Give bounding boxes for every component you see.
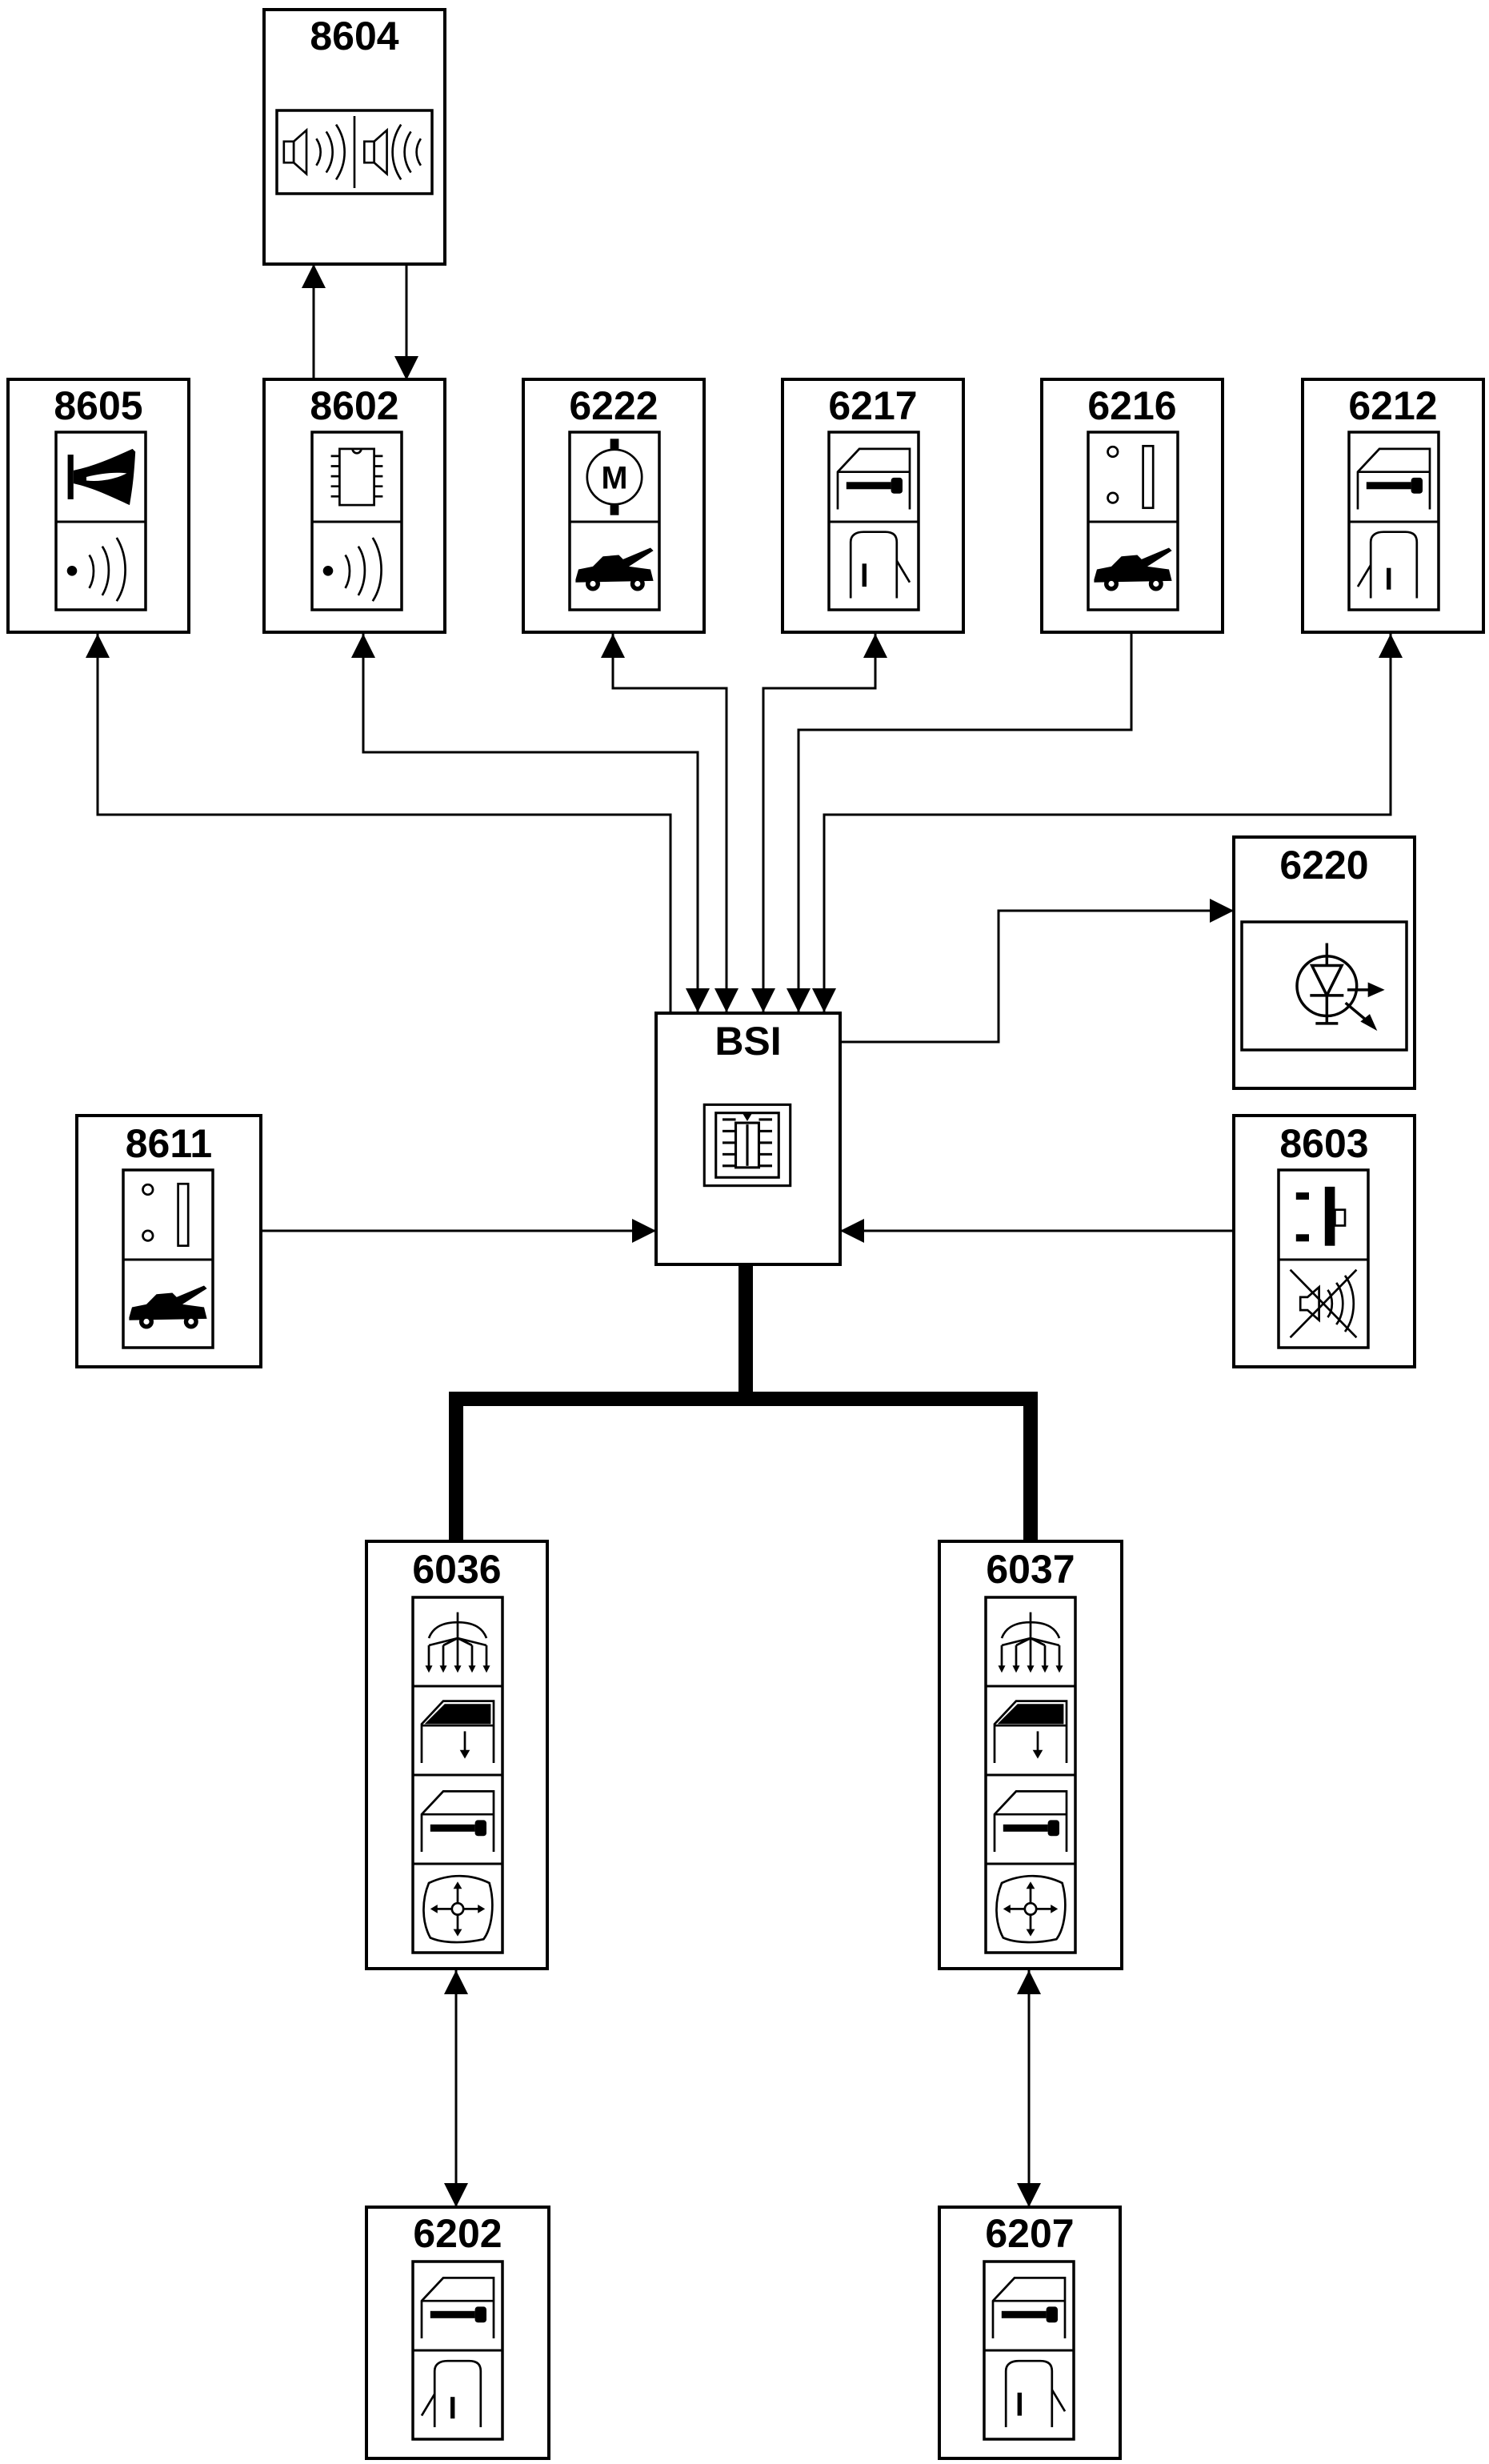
module-6037[interactable]: 6037 (938, 1540, 1123, 1970)
module-8605[interactable]: 8605 (6, 378, 190, 634)
can-bus (449, 1263, 1038, 1541)
module-6217[interactable]: 6217 (781, 378, 965, 634)
connection-lines (86, 264, 1403, 2207)
module-label: 6220 (1279, 843, 1368, 887)
module-8602[interactable]: 8602 (262, 378, 446, 634)
module-8603[interactable]: 8603 (1232, 1114, 1416, 1368)
module-label: BSI (714, 1019, 781, 1064)
module-label: 6217 (828, 383, 917, 428)
module-label: 8611 (126, 1121, 212, 1166)
module-label: 6222 (569, 383, 658, 428)
module-bsi[interactable]: BSI (654, 1012, 842, 1266)
module-label: 6037 (986, 1547, 1075, 1592)
module-6220[interactable]: 6220 (1232, 835, 1416, 1090)
module-6222[interactable]: 6222 (522, 378, 706, 634)
module-label: 8603 (1279, 1121, 1368, 1166)
module-6212[interactable]: 6212 (1301, 378, 1485, 634)
module-label: 8602 (310, 383, 398, 428)
module-label: 8604 (310, 14, 398, 58)
module-6202[interactable]: 6202 (365, 2206, 550, 2460)
module-6207[interactable]: 6207 (938, 2206, 1122, 2460)
module-6036[interactable]: 6036 (365, 1540, 549, 1970)
module-label: 6207 (985, 2211, 1074, 2256)
module-label: 6212 (1348, 383, 1437, 428)
module-6216[interactable]: 6216 (1040, 378, 1224, 634)
module-8604[interactable]: 8604 (262, 8, 446, 266)
module-label: 8605 (54, 383, 142, 428)
module-label: 6036 (412, 1547, 501, 1592)
module-label: 6216 (1087, 383, 1176, 428)
module-label: 6202 (413, 2211, 502, 2256)
module-8611[interactable]: 8611 (75, 1114, 262, 1368)
